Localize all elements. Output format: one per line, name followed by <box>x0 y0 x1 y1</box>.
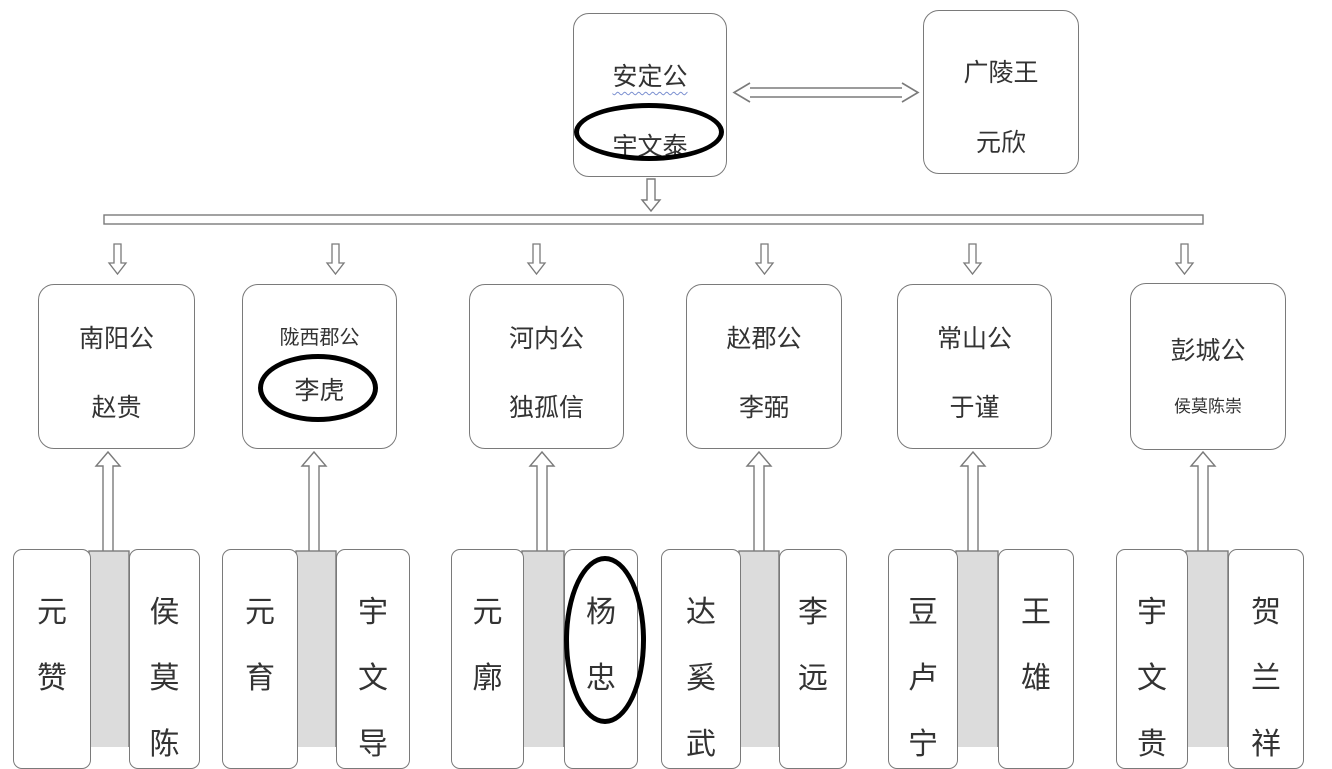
member-name: 宇文导 <box>358 595 388 762</box>
top-right-title: 广陵王 <box>963 58 1039 87</box>
column-arrows <box>107 243 1195 276</box>
top-right-name: 元欣 <box>975 128 1026 157</box>
member-box: 侯莫陈 <box>129 549 200 769</box>
top-link-arrow <box>732 82 920 103</box>
column-title: 河内公 <box>508 324 584 353</box>
top-down-arrow <box>640 178 662 213</box>
column-box-1: 南阳公 赵贵 <box>38 284 195 449</box>
member-box: 元赞 <box>13 549 91 769</box>
distribution-bar <box>103 214 1204 225</box>
column-box-3: 河内公 独孤信 <box>469 284 624 449</box>
member-name: 元赞 <box>37 595 67 696</box>
member-box: 元育 <box>222 549 298 769</box>
column-name: 赵贵 <box>91 393 142 422</box>
member-box: 达奚武 <box>661 549 741 769</box>
member-name: 贺兰祥 <box>1251 595 1281 762</box>
column-name: 于谨 <box>949 393 1000 422</box>
column-name: 侯莫陈崇 <box>1174 397 1242 417</box>
top-left-box: 安定公 宇文泰 <box>573 13 727 177</box>
column-title: 常山公 <box>936 324 1012 353</box>
member-box: 李远 <box>779 549 847 769</box>
member-box: 贺兰祥 <box>1228 549 1304 769</box>
member-box: 王雄 <box>998 549 1074 769</box>
member-name: 元廓 <box>472 595 503 696</box>
column-box-5: 常山公 于谨 <box>897 284 1052 449</box>
column-name: 独孤信 <box>508 393 584 422</box>
column-title: 赵郡公 <box>726 324 802 353</box>
member-name: 李远 <box>798 595 828 696</box>
member-box: 宇文贵 <box>1116 549 1188 769</box>
member-name: 王雄 <box>1021 595 1051 696</box>
member-name: 侯莫陈 <box>149 595 180 762</box>
connector-layer <box>88 82 1229 747</box>
column-box-2: 陇西郡公 李虎 <box>242 284 397 449</box>
member-box: 元廓 <box>451 549 524 769</box>
column-name: 李弼 <box>738 393 789 422</box>
column-title: 南阳公 <box>78 324 154 353</box>
member-name: 元育 <box>245 595 275 696</box>
column-box-6: 彭城公 侯莫陈崇 <box>1130 283 1286 450</box>
column-name: 李虎 <box>294 376 345 405</box>
member-box: 宇文导 <box>336 549 410 769</box>
connector-strips <box>88 550 1229 747</box>
member-name: 达奚武 <box>686 595 716 762</box>
member-box: 豆卢宁 <box>888 549 958 769</box>
top-left-name: 宇文泰 <box>612 132 688 161</box>
member-name: 宇文贵 <box>1137 595 1167 762</box>
column-box-4: 赵郡公 李弼 <box>686 284 842 449</box>
member-name: 豆卢宁 <box>908 595 938 762</box>
column-title: 陇西郡公 <box>279 325 360 349</box>
member-name: 杨忠 <box>586 595 616 696</box>
column-title: 彭城公 <box>1170 336 1246 365</box>
top-left-title: 安定公 <box>612 62 688 91</box>
up-connectors <box>94 450 1217 551</box>
top-right-box: 广陵王 元欣 <box>923 10 1079 174</box>
member-box: 杨忠 <box>564 549 638 769</box>
